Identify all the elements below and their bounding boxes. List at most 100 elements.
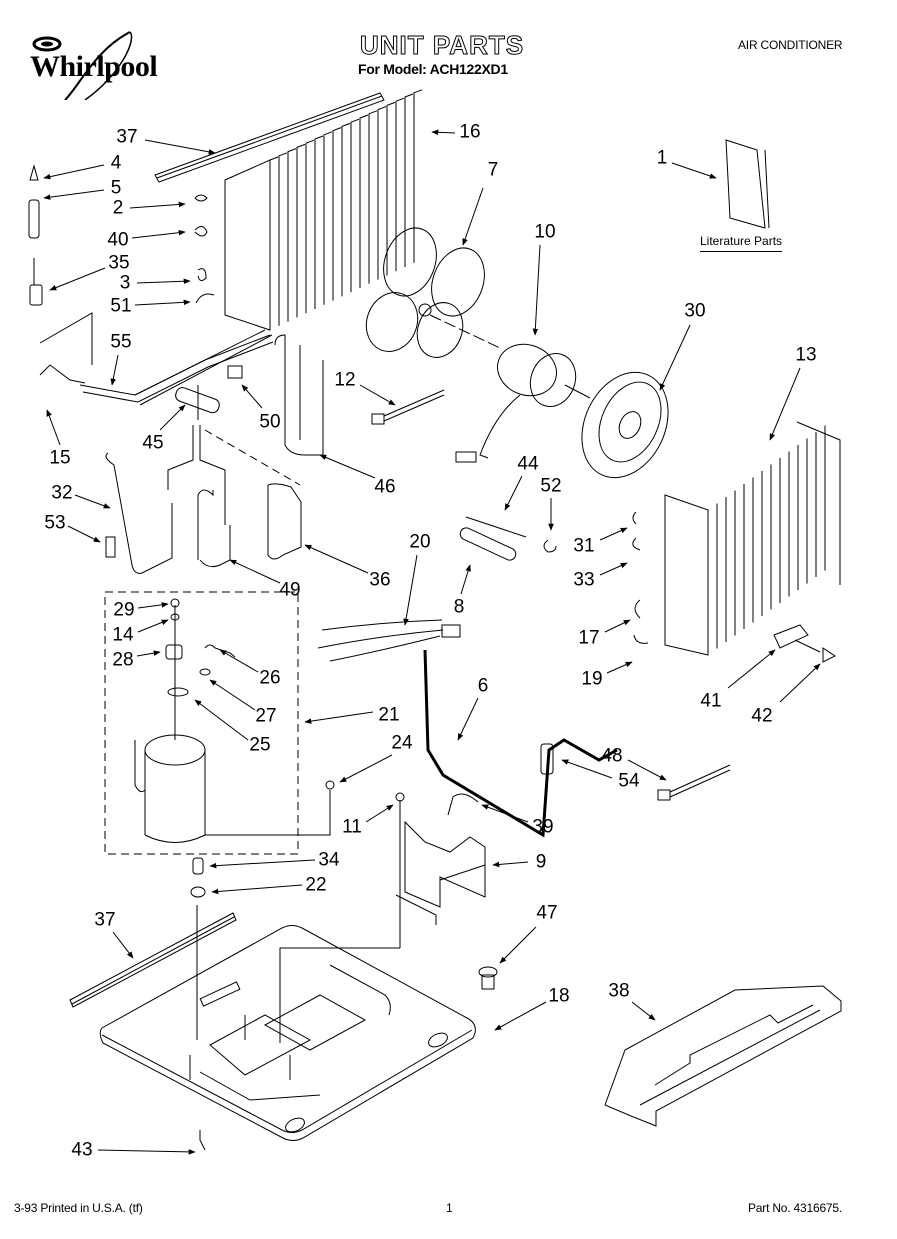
support-38-part	[605, 986, 841, 1126]
condenser-fin	[360, 115, 368, 288]
compressor-assembly-boundary	[105, 592, 298, 854]
leader-arrow	[229, 560, 280, 583]
blower-wheel-part	[566, 358, 685, 492]
condenser-return-bends	[195, 195, 214, 303]
callout-49: 49	[279, 579, 301, 601]
tube-group-32	[106, 453, 172, 573]
callout-9: 9	[535, 851, 547, 873]
callout-12: 12	[334, 369, 356, 391]
leader-arrow	[75, 495, 111, 508]
leader-arrow	[481, 805, 528, 822]
callout-51: 51	[110, 295, 132, 317]
callout-25: 25	[249, 734, 271, 756]
cable-tie-48	[658, 765, 730, 800]
insulation-8	[458, 526, 517, 562]
callout-37-top-rail: 37	[116, 126, 138, 148]
callout-24: 24	[391, 732, 413, 754]
bracket-9-part	[396, 822, 485, 925]
leader-arrow	[160, 404, 186, 430]
condenser-fin	[369, 111, 377, 284]
callout-20: 20	[409, 531, 431, 553]
leader-arrow	[138, 602, 169, 608]
leader-arrow	[600, 563, 628, 575]
leader-arrow	[780, 663, 821, 702]
wire-39	[448, 794, 478, 815]
leader-arrow	[145, 140, 216, 155]
callout-29: 29	[113, 599, 135, 621]
spacer-34	[193, 858, 203, 874]
condenser-fin	[351, 119, 359, 292]
condenser-fin	[288, 149, 296, 322]
callout-16-condenser: 16	[459, 121, 481, 143]
condenser-fin	[315, 136, 323, 309]
callout-32: 32	[51, 482, 73, 504]
whirlpool-logo-swirl-icon	[25, 30, 195, 105]
leader-arrow	[494, 1002, 546, 1030]
grommet-22	[191, 887, 205, 897]
callout-48: 48	[601, 745, 623, 767]
condenser-fin	[279, 153, 287, 326]
valve-core-part	[29, 166, 92, 365]
condenser-fin	[324, 132, 332, 305]
callout-40: 40	[107, 229, 129, 251]
leader-arrow	[98, 1149, 196, 1155]
return-bend-52	[544, 540, 556, 552]
condenser-fin	[270, 157, 278, 330]
tube-assembly-46	[275, 335, 323, 455]
leader-arrow	[132, 229, 186, 238]
callout-28: 28	[112, 649, 134, 671]
tube-44	[466, 517, 526, 537]
condenser-fin	[396, 98, 404, 271]
clip-part	[228, 366, 242, 378]
condenser-fin	[342, 123, 350, 296]
leader-arrow	[600, 528, 628, 540]
callout-18: 18	[548, 985, 570, 1007]
leader-arrow	[366, 805, 394, 822]
callout-17: 17	[578, 627, 600, 649]
callout-3: 3	[119, 272, 131, 294]
base-rail-part	[70, 913, 236, 1007]
callout-11: 11	[342, 816, 362, 838]
callout-46: 46	[374, 476, 396, 498]
callout-6: 6	[477, 675, 489, 697]
callout-37-base-rail: 37	[94, 909, 116, 931]
leader-arrow	[209, 680, 255, 710]
callout-47: 47	[536, 902, 558, 924]
callout-26: 26	[259, 667, 281, 689]
page-number: 1	[446, 1201, 453, 1215]
condenser-coil-part	[135, 90, 422, 405]
leader-arrow	[47, 409, 60, 445]
callout-55: 55	[110, 331, 132, 353]
callout-7: 7	[487, 159, 499, 181]
callout-22: 22	[305, 874, 327, 896]
leader-arrow	[113, 932, 134, 959]
sleeve-53	[106, 537, 115, 557]
leader-arrow	[672, 163, 717, 179]
callout-54: 54	[618, 770, 640, 792]
leader-arrow	[130, 201, 186, 208]
leader-arrow	[605, 620, 631, 632]
condenser-fin	[306, 140, 314, 313]
callout-27: 27	[255, 705, 277, 727]
callout-2: 2	[112, 197, 124, 219]
callout-21: 21	[378, 704, 400, 726]
condenser-fin	[405, 94, 413, 267]
leader-arrow	[135, 299, 191, 305]
callout-14: 14	[112, 624, 134, 646]
callout-36: 36	[369, 569, 391, 591]
callout-52: 52	[540, 475, 562, 497]
leader-arrow	[632, 1002, 656, 1021]
callout-35: 35	[108, 252, 130, 274]
callout-10: 10	[534, 221, 556, 243]
leader-arrow	[49, 268, 105, 290]
callout-50: 50	[259, 411, 281, 433]
leader-arrow	[43, 190, 104, 200]
nut-11	[396, 793, 404, 801]
print-info: 3-93 Printed in U.S.A. (tf)	[14, 1201, 143, 1215]
leader-arrow	[110, 355, 118, 386]
leader-arrow	[499, 927, 536, 964]
leader-arrow	[431, 129, 455, 136]
leader-arrow	[505, 476, 522, 511]
leader-arrow	[137, 278, 191, 285]
